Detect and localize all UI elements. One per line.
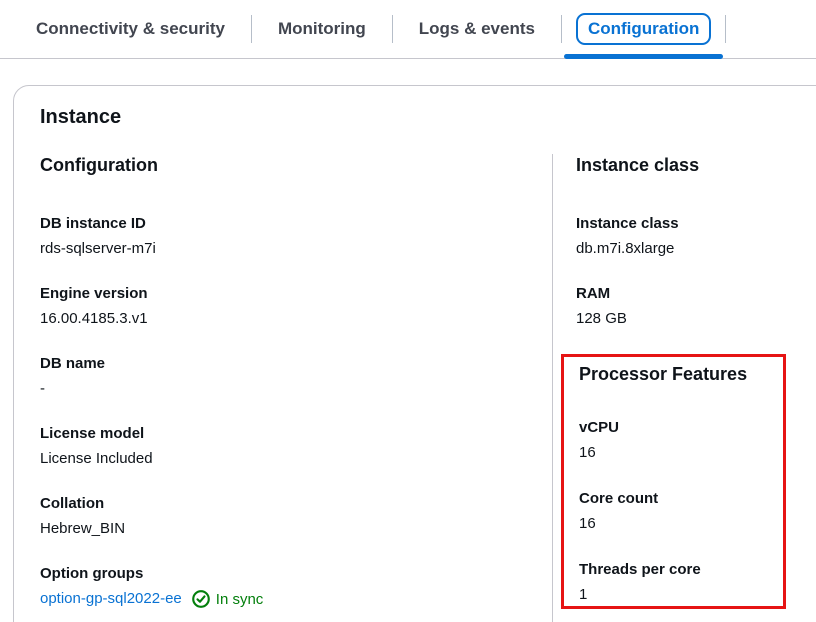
tab-monitoring[interactable]: Monitoring	[252, 0, 392, 58]
field-label: Option groups	[40, 565, 144, 582]
field-db-instance-id: DB instance ID rds-sqlserver-m7i	[40, 214, 552, 259]
field-value: -	[40, 380, 45, 397]
field-collation: Collation Hebrew_BIN	[40, 494, 552, 539]
tab-configuration[interactable]: Configuration	[562, 0, 725, 59]
check-circle-icon	[191, 590, 210, 608]
field-label: RAM	[576, 285, 611, 302]
field-label: vCPU	[579, 419, 620, 436]
tab-label: Logs & events	[418, 19, 535, 38]
instance-panel: Instance Configuration DB instance ID rd…	[13, 85, 816, 622]
field-label: License model	[40, 425, 145, 442]
field-engine-version: Engine version 16.00.4185.3.v1	[40, 284, 552, 329]
field-value: 128 GB	[576, 310, 627, 327]
field-value: db.m7i.8xlarge	[576, 240, 675, 257]
field-instance-class: Instance class db.m7i.8xlarge	[576, 214, 816, 259]
field-option-groups: Option groups option-gp-sql2022-ee In sy…	[40, 564, 552, 609]
panel-title: Instance	[40, 106, 122, 128]
field-label: Core count	[579, 490, 659, 507]
field-label: DB instance ID	[40, 215, 146, 232]
tab-connectivity-security[interactable]: Connectivity & security	[10, 0, 251, 58]
instance-class-heading: Instance class	[576, 155, 700, 175]
tab-bar: Connectivity & security Monitoring Logs …	[0, 0, 816, 59]
tab-label: Monitoring	[277, 19, 366, 38]
field-core-count: Core count 16	[579, 489, 783, 535]
field-value: 16.00.4185.3.v1	[40, 310, 148, 327]
tab-label: Configuration	[575, 13, 712, 45]
instance-class-column: Instance class Instance class db.m7i.8xl…	[552, 154, 816, 622]
configuration-column: Configuration DB instance ID rds-sqlserv…	[40, 154, 552, 622]
tab-divider	[560, 15, 562, 43]
field-db-name: DB name -	[40, 354, 552, 399]
panel-columns: Configuration DB instance ID rds-sqlserv…	[40, 154, 816, 622]
field-value: 16	[579, 515, 596, 532]
tab-divider	[250, 15, 252, 43]
tab-logs-events[interactable]: Logs & events	[393, 0, 561, 58]
processor-features-heading: Processor Features	[579, 364, 748, 384]
tab-divider	[391, 15, 393, 43]
field-license-model: License model License Included	[40, 424, 552, 469]
field-label: Collation	[40, 495, 105, 512]
field-label: Instance class	[576, 215, 679, 232]
field-value: License Included	[40, 450, 153, 467]
sync-status-text: In sync	[215, 590, 264, 608]
field-value: rds-sqlserver-m7i	[40, 240, 156, 257]
field-value: Hebrew_BIN	[40, 520, 126, 537]
field-value: 16	[579, 444, 596, 461]
field-label: Engine version	[40, 285, 148, 302]
field-label: DB name	[40, 355, 106, 372]
field-value: 1	[579, 586, 588, 603]
tab-divider	[725, 15, 727, 43]
configuration-heading: Configuration	[40, 155, 158, 175]
field-ram: RAM 128 GB	[576, 284, 816, 329]
highlight-box: Processor Features vCPU 16 Core count 16…	[561, 354, 786, 609]
option-group-link[interactable]: option-gp-sql2022-ee	[40, 590, 182, 607]
field-vcpu: vCPU 16	[579, 418, 783, 464]
field-label: Threads per core	[579, 561, 701, 578]
tab-label: Connectivity & security	[36, 19, 225, 38]
field-threads-per-core: Threads per core 1	[579, 560, 783, 606]
